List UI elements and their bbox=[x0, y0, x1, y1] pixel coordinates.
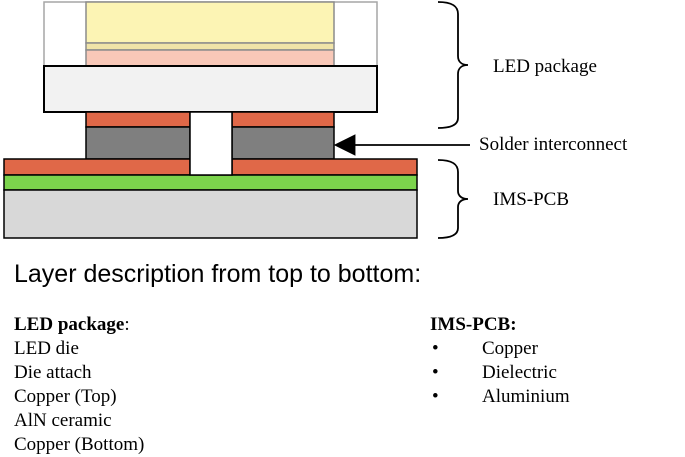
list-item: AlN ceramic bbox=[14, 410, 112, 431]
pcb-copper-left bbox=[3, 158, 191, 176]
layer-description-heading: Layer description from top to bottom: bbox=[14, 260, 422, 288]
led-package-label: LED package bbox=[493, 56, 597, 77]
list-item: • Aluminium bbox=[430, 385, 570, 409]
solder-right bbox=[231, 126, 335, 160]
aln-ceramic-layer bbox=[43, 65, 378, 113]
dielectric-layer bbox=[3, 174, 418, 191]
led-package-title-text: LED package bbox=[14, 314, 125, 335]
list-item: LED die bbox=[14, 338, 79, 359]
ims-pcb-bracket bbox=[437, 159, 469, 239]
list-item-label: Dielectric bbox=[482, 362, 557, 383]
list-item: • Dielectric bbox=[430, 361, 570, 385]
ims-pcb-list-title: IMS-PCB: bbox=[430, 314, 517, 335]
solder-left bbox=[85, 126, 191, 160]
solder-interconnect-label: Solder interconnect bbox=[479, 134, 628, 155]
led-package-title-colon: : bbox=[124, 314, 130, 335]
ims-pcb-layers: • Copper • Dielectric • Aluminium bbox=[430, 337, 570, 409]
ims-pcb-layer-list: IMS-PCB: • Copper • Dielectric • Aluminium bbox=[430, 313, 570, 409]
bullet-icon: • bbox=[432, 362, 439, 383]
list-item-label: Aluminium bbox=[482, 386, 570, 407]
gap-between-pads bbox=[189, 111, 233, 176]
led-package-layers: LED die Die attach Copper (Top) AlN cera… bbox=[14, 337, 144, 457]
pcb-copper-right bbox=[231, 158, 418, 176]
list-item: • Copper bbox=[430, 337, 570, 361]
copper-top-layer bbox=[85, 49, 335, 67]
ims-pcb-label: IMS-PCB bbox=[493, 189, 569, 210]
list-item: Copper (Top) bbox=[14, 386, 117, 407]
list-item: Copper (Bottom) bbox=[14, 434, 145, 455]
led-package-bracket bbox=[437, 1, 469, 129]
copper-bottom-pad-right bbox=[231, 111, 335, 128]
aluminium-layer bbox=[3, 189, 418, 239]
led-die-layer bbox=[85, 1, 335, 44]
led-package-list-title: LED package: bbox=[14, 313, 144, 337]
led-package-layer-list: LED package: LED die Die attach Copper (… bbox=[14, 313, 144, 457]
list-item: Die attach bbox=[14, 362, 92, 383]
copper-bottom-pad-left bbox=[85, 111, 191, 128]
bullet-icon: • bbox=[432, 338, 439, 359]
die-attach-layer bbox=[85, 42, 335, 51]
list-item-label: Copper bbox=[482, 338, 538, 359]
bullet-icon: • bbox=[432, 386, 439, 407]
